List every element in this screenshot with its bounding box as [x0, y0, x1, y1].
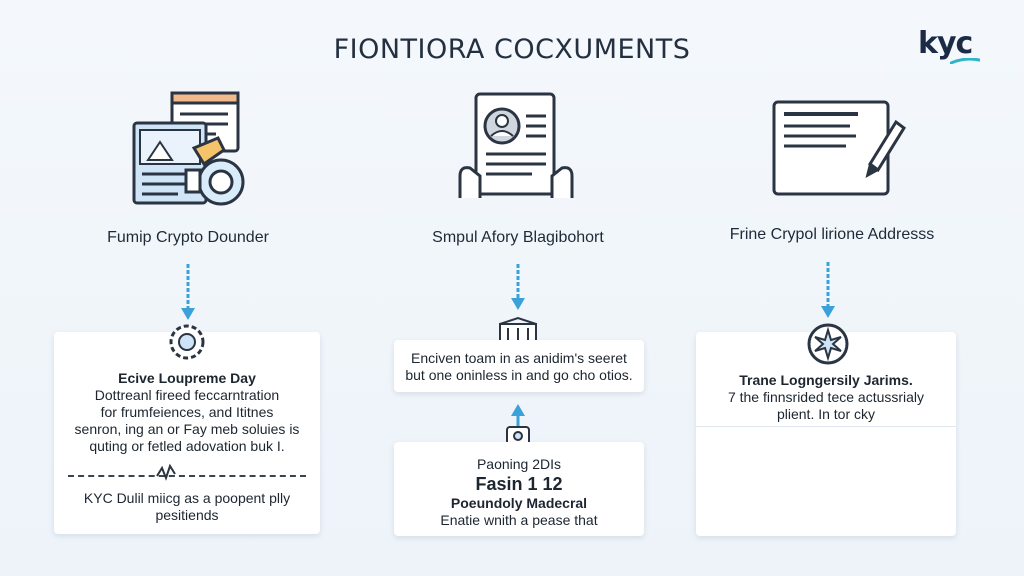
card-line: Poeundoly Madecral — [450, 495, 588, 511]
arrow-down-icon — [511, 264, 525, 310]
kyc-logo: kyc — [918, 26, 973, 61]
building-icon — [499, 316, 537, 343]
card-divider — [696, 426, 956, 427]
column-2-label: Smpul Afory Blagibohort — [432, 229, 604, 246]
card-footer-line: KYC Dulil miicg as a poopent plly — [83, 490, 291, 506]
card-emphasis: Fasin 1 12 — [475, 474, 563, 494]
gear-icon — [169, 324, 205, 360]
page-title: FIONTIORA COCXUMENTS — [333, 34, 691, 65]
logo-swoosh — [950, 58, 980, 64]
column-3-label: Frine Crypol lirione Addresss — [729, 226, 935, 243]
card-line: Dottreanl fireed feccarntration — [94, 387, 280, 403]
squiggle-icon — [156, 463, 176, 481]
address-form-pen-icon — [772, 100, 906, 196]
card-heading: Trane Logngersily Jarims. — [739, 372, 913, 388]
documents-upload-icon — [132, 91, 245, 206]
starburst-icon — [807, 323, 849, 365]
card-line: senron, ing an or Fay meb soluies is — [74, 421, 300, 437]
column-3-card: Trane Logngersily Jarims. 7 the finnsrid… — [696, 332, 956, 536]
card-line: Paoning 2DIs — [476, 456, 562, 472]
card-line: but one oninless in and go cho otios. — [405, 367, 633, 383]
dashed-divider — [68, 475, 306, 477]
card-line: Enatie wnith a pease that — [440, 512, 598, 528]
arrow-down-icon — [821, 262, 835, 318]
card-line: 7 the finnsrided tece actussrialy — [727, 389, 925, 405]
card-heading: Ecive Loupreme Day — [118, 370, 256, 386]
card-line: Enciven toam in as anidim's seeret — [411, 350, 627, 366]
arrow-down-icon — [181, 264, 195, 320]
card-line: plient. In tor cky — [776, 406, 876, 422]
column-1-card: Ecive Loupreme Day Dottreanl fireed fecc… — [54, 332, 320, 534]
column-2-top-card: Enciven toam in as anidim's seeret but o… — [394, 340, 644, 392]
card-line: for frumfeiences, and Ititnes — [100, 404, 274, 420]
id-document-icon — [458, 92, 574, 198]
card-line: quting or fetled adovation buk I. — [89, 438, 285, 454]
column-1-label: Fumip Crypto Dounder — [107, 229, 269, 246]
card-footer-line: pesitiends — [155, 507, 219, 523]
column-2-bottom-card: Paoning 2DIs Fasin 1 12 Poeundoly Madecr… — [394, 442, 644, 536]
